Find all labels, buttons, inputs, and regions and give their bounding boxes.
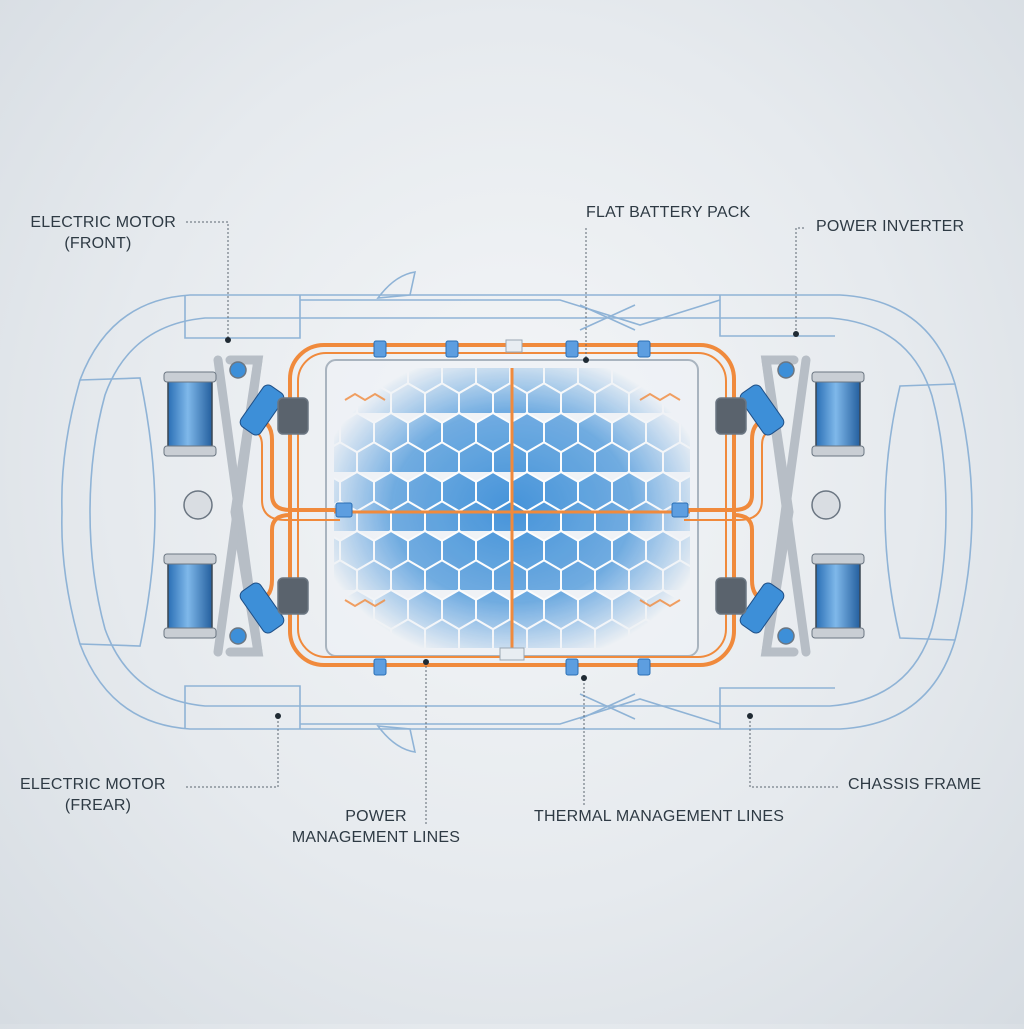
label-power-inverter: POWER INVERTER (816, 216, 964, 237)
label-rear-motor-line2: (FREAR) (20, 795, 176, 816)
front-motor-upper (164, 372, 216, 456)
label-power-lines-line1: POWER (276, 806, 476, 827)
label-front-motor-line2: (FRONT) (20, 233, 176, 254)
label-rear-motor: ELECTRIC MOTOR (FREAR) (20, 774, 176, 816)
rear-motor-upper (812, 372, 864, 456)
label-power-lines-line2: MANAGEMENT LINES (276, 827, 476, 848)
label-front-motor: ELECTRIC MOTOR (FRONT) (20, 212, 176, 254)
battery-pack (326, 360, 698, 656)
label-power-lines: POWER MANAGEMENT LINES (276, 806, 476, 848)
rear-motor-lower (812, 554, 864, 638)
label-battery-pack: FLAT BATTERY PACK (586, 202, 750, 223)
label-front-motor-line1: ELECTRIC MOTOR (20, 212, 176, 233)
front-motor-lower (164, 554, 216, 638)
label-chassis-frame: CHASSIS FRAME (848, 774, 981, 795)
label-thermal-lines: THERMAL MANAGEMENT LINES (534, 806, 784, 827)
label-rear-motor-line1: ELECTRIC MOTOR (20, 774, 176, 795)
